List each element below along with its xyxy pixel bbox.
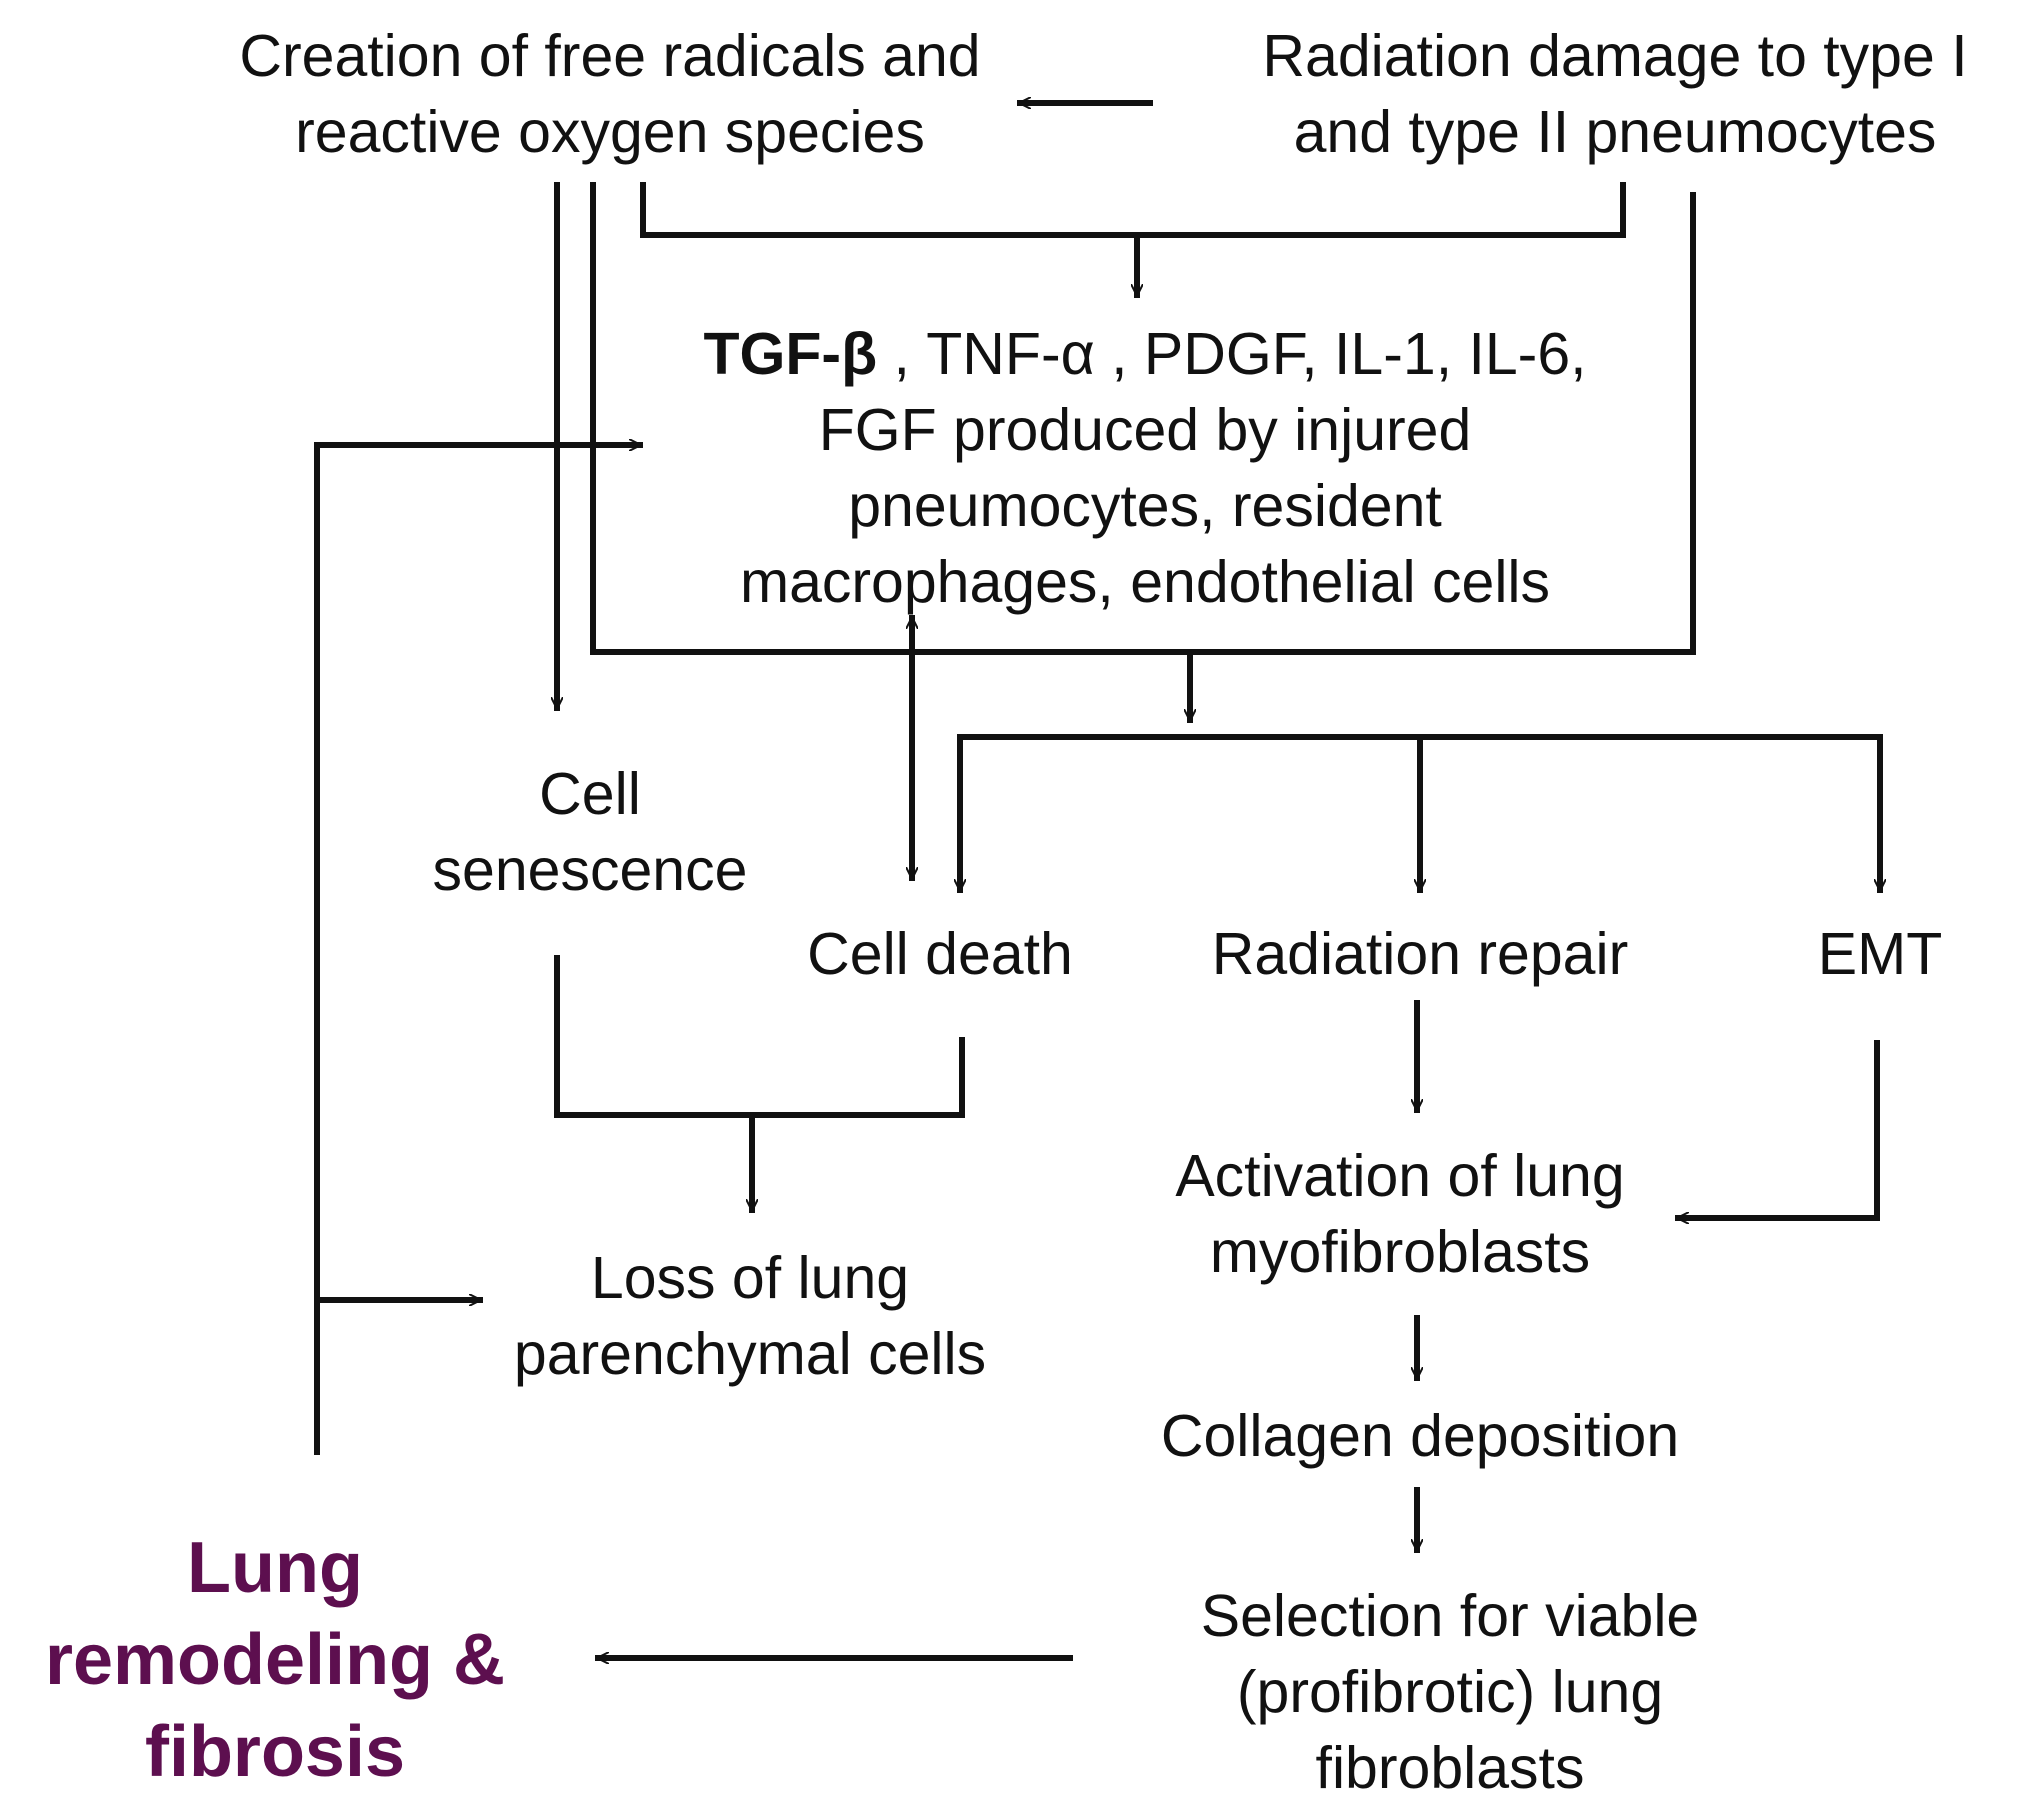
cytokines-line-1-rest: , TNF-α , PDGF, IL-1, IL-6,	[877, 321, 1587, 387]
cytokines-line-2: FGF produced by injured	[818, 397, 1472, 463]
selection-line-3: fibroblasts	[1315, 1735, 1585, 1801]
cell-death-line-1: Cell death	[807, 921, 1073, 987]
cytokines-line-1: TGF-β , TNF-α , PDGF, IL-1, IL-6,	[703, 316, 1586, 392]
node-emt: EMT	[1770, 916, 1990, 992]
node-free-radicals: Creation of free radicals and reactive o…	[200, 18, 1020, 170]
radiation-repair-line-1: Radiation repair	[1211, 921, 1629, 987]
outcome-line-1: Lung	[187, 1528, 363, 1608]
radiation-damage-line-2: and type II pneumocytes	[1293, 99, 1937, 165]
emt-line-1: EMT	[1817, 921, 1943, 987]
node-cell-death: Cell death	[770, 916, 1110, 992]
loss-cells-line-2: parenchymal cells	[513, 1321, 987, 1387]
free-radicals-line-1: Creation of free radicals and	[239, 23, 981, 89]
activation-line-1: Activation of lung	[1175, 1143, 1625, 1209]
node-outcome: Lung remodeling & fibrosis	[10, 1522, 540, 1798]
activation-line-2: myofibroblasts	[1209, 1219, 1591, 1285]
node-loss-cells: Loss of lung parenchymal cells	[470, 1240, 1030, 1392]
node-radiation-damage: Radiation damage to type I and type II p…	[1225, 18, 2005, 170]
node-radiation-repair: Radiation repair	[1160, 916, 1680, 992]
collagen-line-1: Collagen deposition	[1160, 1403, 1680, 1469]
selection-line-2: (profibrotic) lung	[1236, 1659, 1664, 1725]
outcome-line-3: fibrosis	[144, 1712, 406, 1792]
node-selection: Selection for viable (profibrotic) lung …	[1150, 1578, 1750, 1806]
cytokines-line-3: pneumocytes, resident	[848, 473, 1442, 539]
node-activation: Activation of lung myofibroblasts	[1130, 1138, 1670, 1290]
cell-senescence-line-1: Cell	[539, 761, 641, 827]
selection-line-1: Selection for viable	[1200, 1583, 1700, 1649]
cell-senescence-line-2: senescence	[432, 837, 748, 903]
cytokines-line-4: macrophages, endothelial cells	[739, 549, 1551, 615]
tgf-beta-label: TGF-β	[703, 321, 878, 387]
free-radicals-line-2: reactive oxygen species	[295, 99, 925, 165]
bracket-cytokine-outer	[590, 182, 1696, 655]
node-collagen: Collagen deposition	[1120, 1398, 1720, 1474]
arrow-emt-to-activation	[1675, 1040, 1880, 1218]
radiation-damage-line-1: Radiation damage to type I	[1262, 23, 1968, 89]
bracket-loss-merge	[554, 955, 965, 1118]
loss-cells-line-1: Loss of lung	[590, 1245, 910, 1311]
node-cell-senescence: Cell senescence	[400, 756, 780, 908]
outcome-line-2: remodeling &	[44, 1620, 506, 1700]
bracket-top-merge	[640, 182, 1626, 238]
node-cytokines: TGF-β , TNF-α , PDGF, IL-1, IL-6, FGF pr…	[650, 316, 1640, 620]
